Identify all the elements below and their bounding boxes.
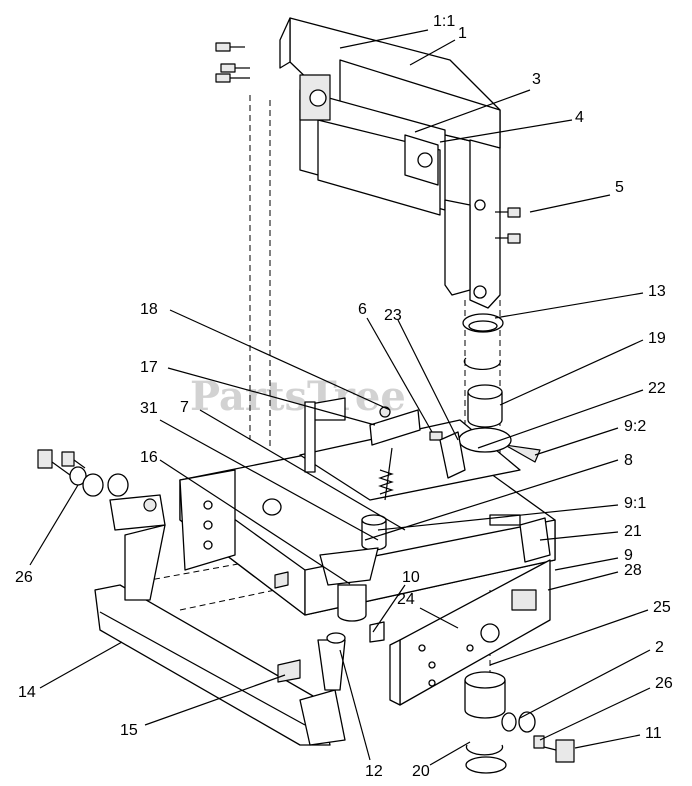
callout-3: 3 <box>532 71 541 88</box>
callout-25: 25 <box>653 599 671 616</box>
callout-28: 28 <box>624 562 642 579</box>
spring-assembly <box>304 397 466 551</box>
callout-15: 15 <box>120 722 138 739</box>
callout-17: 17 <box>140 359 158 376</box>
callout-21: 21 <box>624 523 642 540</box>
callout-4: 4 <box>575 109 584 126</box>
callout-labels: 1:1 1 3 4 5 13 19 22 9:2 8 9:1 21 9 28 2… <box>15 13 673 780</box>
callout-2: 2 <box>655 639 664 656</box>
callout-19: 19 <box>648 330 666 347</box>
callout-16: 16 <box>140 449 158 466</box>
callout-6: 6 <box>358 301 367 318</box>
callout-23: 23 <box>384 307 402 324</box>
lower-carriage <box>94 494 385 746</box>
callout-26-right: 26 <box>655 675 673 692</box>
callout-22: 22 <box>648 380 666 397</box>
leader-lines <box>29 29 651 766</box>
lower-right-hardware <box>464 671 575 774</box>
callout-11: 11 <box>645 725 662 742</box>
callout-9-2: 9:2 <box>624 418 646 435</box>
bushing-stack <box>462 313 541 463</box>
callout-20: 20 <box>412 763 430 780</box>
callout-1-1: 1:1 <box>433 13 455 30</box>
bolts-upper-left <box>215 42 250 83</box>
callout-14: 14 <box>18 684 36 701</box>
callout-13: 13 <box>648 283 666 300</box>
callout-1: 1 <box>458 25 467 42</box>
upper-mounting-bracket <box>215 17 521 309</box>
callout-10: 10 <box>402 569 420 586</box>
callout-26-left: 26 <box>15 569 33 586</box>
callout-8: 8 <box>624 452 633 469</box>
left-hardware <box>37 449 129 497</box>
callout-7: 7 <box>180 399 189 416</box>
callout-9: 9 <box>624 547 633 564</box>
callout-12: 12 <box>365 763 383 780</box>
callout-9-1: 9:1 <box>624 495 646 512</box>
callout-5: 5 <box>615 179 624 196</box>
bolts-right <box>495 207 521 244</box>
callout-18: 18 <box>140 301 158 318</box>
callout-24: 24 <box>397 591 415 608</box>
watermark-text: PartsTree <box>190 373 406 420</box>
callout-31: 31 <box>140 400 158 417</box>
